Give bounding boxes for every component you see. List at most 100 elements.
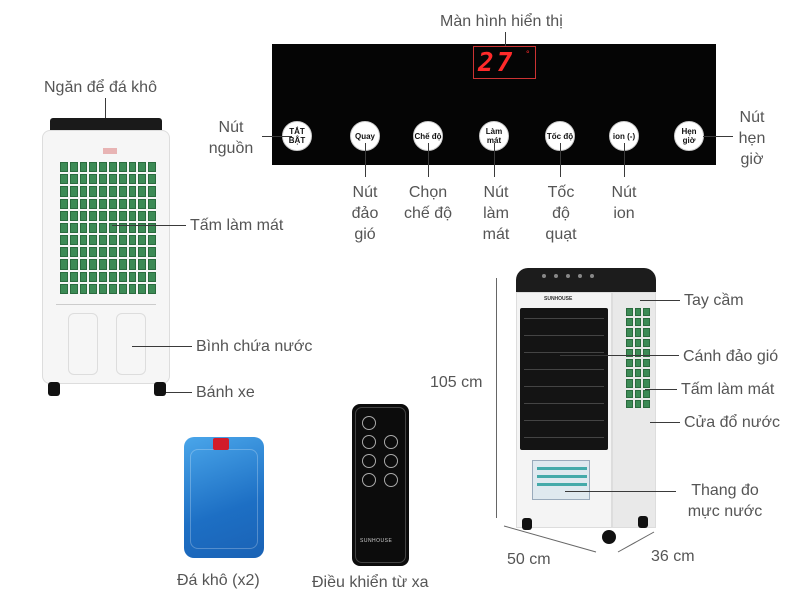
cooling-pad-cell <box>118 162 127 173</box>
label-ion-button: Nút ion <box>611 184 637 222</box>
cooling-pad-cell <box>109 222 117 234</box>
leader-cool <box>494 143 495 177</box>
display-frame <box>473 46 536 79</box>
cooler2-led-2 <box>554 274 558 278</box>
wheel-left <box>48 382 60 396</box>
leader-ice-compartment <box>105 98 106 120</box>
cooling-pad-cell <box>118 235 127 246</box>
louver-slat <box>524 420 604 421</box>
cooling-pad-cell <box>626 358 633 368</box>
cooling-pad-cell <box>118 271 127 282</box>
louver-slat <box>524 352 604 353</box>
cooling-pad-cell <box>60 186 68 197</box>
label-ice-pack: Đá khô (x2) <box>177 572 260 589</box>
cooling-pad-cell <box>99 247 107 258</box>
cooling-pad-cell <box>148 210 156 221</box>
power-button-line2: BẬT <box>288 136 306 145</box>
remote-bezel <box>355 407 406 563</box>
cooling-pad-cell <box>138 174 147 185</box>
cooling-pad-cell <box>118 174 127 185</box>
cooling-pad-cell <box>79 162 88 173</box>
cooling-pad-cell <box>138 162 147 173</box>
remote-button-6[interactable] <box>384 473 398 487</box>
speed-button-label: Tốc độ <box>546 131 574 141</box>
cooling-pad-cell <box>626 318 633 327</box>
remote-button-2[interactable] <box>384 435 398 449</box>
remote-button-5[interactable] <box>362 473 376 487</box>
cooler2-louver-panel <box>520 308 608 450</box>
cooling-pad-cell <box>128 174 137 185</box>
cooling-pad-cell <box>643 369 650 378</box>
leader-water-gauge <box>565 491 676 492</box>
remote-button-1[interactable] <box>362 435 376 449</box>
cooling-pad-cell <box>148 186 156 197</box>
cooling-pad-cell <box>128 198 137 209</box>
cooling-pad-cell <box>69 186 78 197</box>
cooling-pad-cell <box>643 358 650 368</box>
cooling-pad-cell <box>99 174 107 185</box>
cooler2-led-3 <box>566 274 570 278</box>
power-button-line1: TẮT <box>289 127 305 136</box>
label-ice-compartment: Ngăn để đá khô <box>44 79 157 96</box>
cooling-pad-cell <box>69 271 78 282</box>
remote-power-icon[interactable] <box>362 416 376 430</box>
cooler1-cooling-pad <box>60 162 156 294</box>
cooling-pad-cell <box>128 283 137 294</box>
mode-button[interactable]: Chế độ <box>413 121 443 151</box>
louver-slat <box>524 403 604 404</box>
cooling-pad-cell <box>643 389 650 398</box>
label-wheels: Bánh xe <box>196 384 255 401</box>
label-power-button: Nút nguồn <box>208 119 254 157</box>
cooling-pad-cell <box>138 186 147 197</box>
air-cooler-front <box>40 118 172 396</box>
cooling-pad-cell <box>60 162 68 173</box>
cooling-pad-cell <box>634 379 642 388</box>
cooler1-logo <box>103 148 117 154</box>
mode-button-label: Chế độ <box>414 131 442 141</box>
gauge-mark-1 <box>537 467 587 470</box>
cooling-pad-cell <box>99 283 107 294</box>
cooling-pad-cell <box>128 222 137 234</box>
label-cooling-pad-left: Tấm làm mát <box>190 217 284 234</box>
label-cooling-pad-right: Tấm làm mát <box>681 381 775 398</box>
ice-pack <box>184 437 264 558</box>
cooling-pad-cell <box>89 259 98 270</box>
cooling-pad-cell <box>109 210 117 221</box>
cooling-pad-cell <box>128 271 137 282</box>
remote-button-4[interactable] <box>384 454 398 468</box>
cooling-pad-cell <box>69 210 78 221</box>
cooling-pad-cell <box>626 348 633 357</box>
label-handle: Tay cầm <box>684 292 744 309</box>
cooling-pad-cell <box>634 338 642 347</box>
cooling-pad-cell <box>128 259 137 270</box>
cooling-pad-cell <box>643 379 650 388</box>
label-display-screen: Màn hình hiển thị <box>440 13 563 30</box>
cooling-pad-cell <box>69 222 78 234</box>
wheel-right <box>154 382 166 396</box>
leader-water-tank <box>132 346 192 347</box>
timer-button-line1: Hẹn <box>681 127 697 136</box>
remote-button-3[interactable] <box>362 454 376 468</box>
cooling-pad-cell <box>634 318 642 327</box>
cooling-pad-cell <box>118 210 127 221</box>
label-cool-button: Nút làm mát <box>482 184 510 243</box>
label-louver: Cánh đảo gió <box>683 348 779 365</box>
cooling-pad-cell <box>138 271 147 282</box>
louver-slat <box>524 386 604 387</box>
cooler1-top-lid <box>50 118 162 130</box>
gauge-mark-2 <box>537 475 587 478</box>
cooling-pad-cell <box>109 235 117 246</box>
cooling-pad-cell <box>109 259 117 270</box>
label-water-gauge: Thang đo mực nước <box>687 482 763 520</box>
cooling-pad-cell <box>634 328 642 337</box>
timer-button[interactable]: Hẹn giờ <box>674 121 704 151</box>
cooling-pad-cell <box>89 271 98 282</box>
cooler1-water-tank <box>56 304 156 381</box>
temperature-unit: ° <box>526 49 530 59</box>
cooling-pad-cell <box>148 174 156 185</box>
cooler2-top <box>516 268 656 292</box>
cooling-pad-cell <box>643 399 650 408</box>
leader-wheels <box>166 392 192 393</box>
cooler2-water-gauge <box>532 460 590 500</box>
cooling-pad-cell <box>626 389 633 398</box>
